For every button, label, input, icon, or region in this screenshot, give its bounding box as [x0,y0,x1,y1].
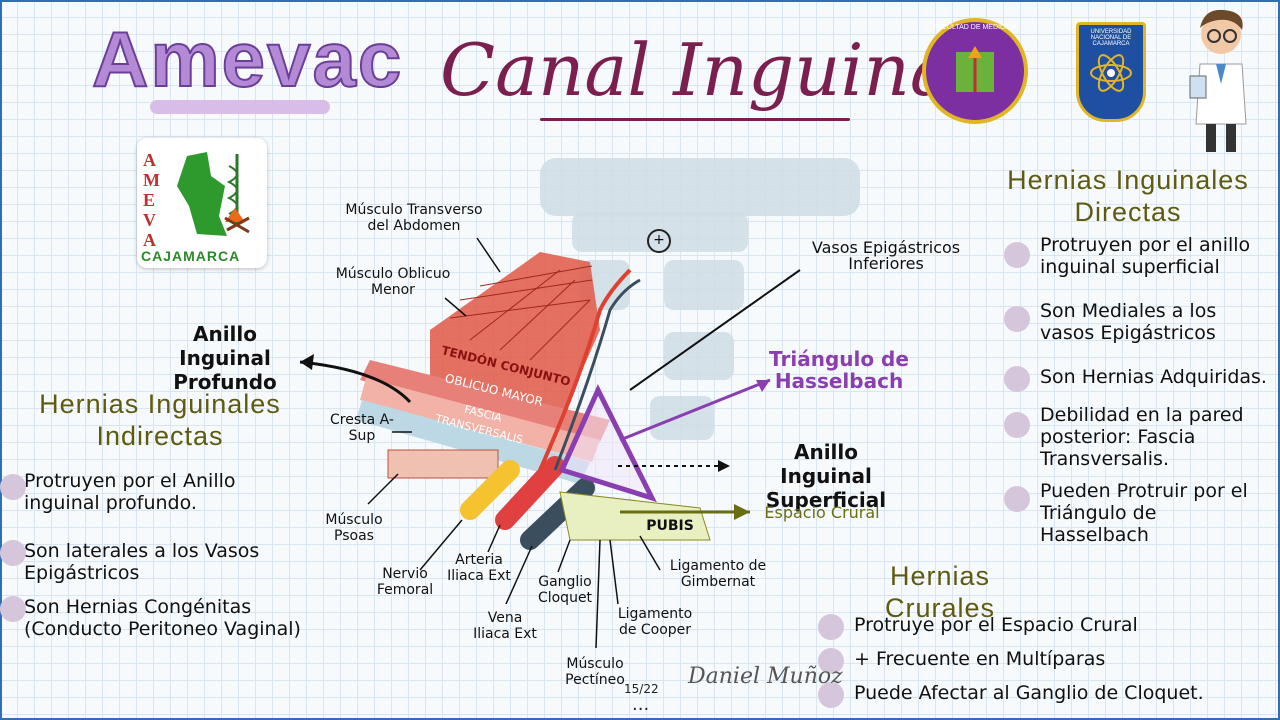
logo-city: CAJAMARCA [141,248,241,264]
indirect-item: Son laterales a los Vasos Epigástricos [0,540,260,584]
label-arteria: Arteria Iliaca Ext [447,552,511,584]
faculty-seal: FACULTAD DE MEDICINA [922,18,1028,124]
label-cooper: Ligamento de Cooper [617,606,693,638]
oblique-major-band [360,378,600,462]
nerve-vessel [460,460,520,520]
label-ganglio: Ganglio Cloquet [537,574,593,606]
page-number: 15/22 [624,682,659,696]
label-anillo-profundo: Anillo Inguinal Profundo [173,322,277,394]
label-transverso: Músculo Transverso del Abdomen [345,202,483,234]
fascia-band [356,400,590,484]
label-vena: Vena Iliaca Ext [473,610,537,642]
more-icon[interactable]: ... [632,694,650,715]
label-psoas: Músculo Psoas [325,512,383,544]
label-nervio: Nervio Femoral [376,566,434,598]
label-vasos-epigastricos: Vasos Epigástricos Inferiores [811,238,961,273]
direct-item: Son Mediales a los vasos Epigástricos [1004,300,1270,344]
label-cresta: Cresta A-Sup [330,412,394,444]
logo-letters: A M E V A [143,150,160,250]
indirect-heading: Hernias Inguinales Indirectas [39,389,281,451]
label-gimbernat: Ligamento de Gimbernat [669,558,767,590]
label-espacio-crural: Espacio Crural [764,503,880,522]
page-title: Canal Inguinal [440,28,976,112]
title-underline [540,118,850,121]
indirect-item: Son Hernias Congénitas (Conducto Periton… [0,596,320,640]
doctor-icon [1189,9,1247,152]
brand-underline [150,100,330,114]
crural-item: Puede Afectar al Ganglio de Cloquet. [818,682,1238,708]
crural-heading: Hernias Crurales [884,561,996,623]
crural-item: Protruye por el Espacio Crural [818,614,1238,640]
label-plus: + [653,232,665,248]
author-signature: Daniel Muñoz [688,664,843,689]
brand-title: Amevac [91,14,404,104]
artery-vessel [495,456,565,530]
label-triangulo: Triángulo de Hasselbach [769,347,909,393]
vertebra-mid [572,212,748,252]
label-oblicuo-menor: Músculo Oblicuo Menor [335,266,451,298]
atom-icon [1090,54,1132,92]
indirect-item: Protruyen por el Anillo inguinal profund… [0,470,260,514]
label-pectineo: Músculo Pectíneo [565,656,625,688]
label-anillo-superficial: Anillo Inguinal Superficial [765,440,887,512]
direct-item: Protruyen por el anillo inguinal superfi… [1004,234,1270,278]
crural-item: + Frecuente en Multíparas [818,648,1238,674]
hasselbach-triangle [558,384,657,503]
tendon-band [360,360,610,442]
map-caduceus-icon [177,152,250,236]
pubis-bone [559,491,711,541]
direct-item: Son Hernias Adquiridas. [1004,366,1270,392]
psoas-muscle [387,449,499,479]
direct-heading: Hernias Inguinales Directas [1007,165,1249,227]
university-seal: UNIVERSIDAD NACIONAL DE CAJAMARCA [1076,22,1146,122]
vertebra-upper [540,158,860,216]
label-pubis: PUBIS [646,518,694,534]
torch-icon [956,46,994,92]
direct-item: Pueden Protruir por el Triángulo de Hass… [1004,480,1270,546]
ameva-logo: A M E V A CAJAMARCA [137,138,267,268]
direct-item: Debilidad en la pared posterior: Fascia … [1004,404,1270,470]
